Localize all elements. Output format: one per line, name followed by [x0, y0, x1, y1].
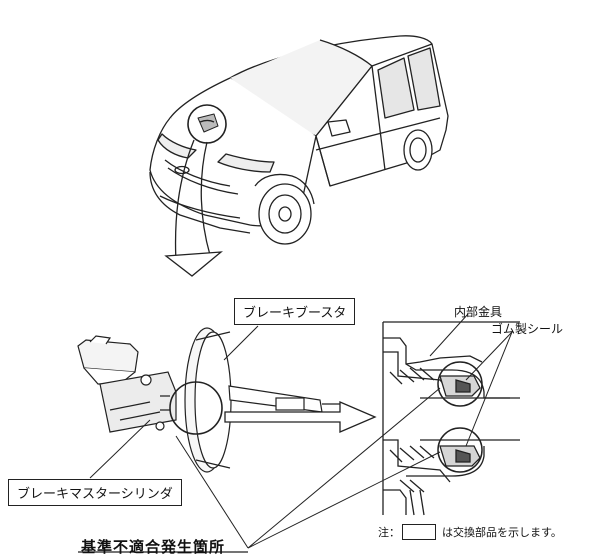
pointer-arrowhead: [164, 251, 223, 277]
rubber-seal-leader-upper: [465, 331, 513, 381]
note-prefix: 注：: [378, 526, 400, 539]
inner-fitting-label: 内部金具: [454, 305, 503, 319]
inner-fitting-leader: [429, 313, 469, 357]
defect-leader-3: [175, 435, 249, 549]
defect-leader-1: [247, 387, 441, 549]
booster-leader: [223, 325, 259, 361]
master-leader: [89, 419, 151, 479]
brake-assembly: [77, 327, 340, 473]
legend-note: 注： は交換部品を示します。: [378, 524, 562, 540]
detail-cross-section: [382, 321, 520, 516]
note-text: は交換部品を示します。: [442, 526, 562, 539]
pointer-arrow-down: [174, 139, 195, 263]
master-cylinder-label: ブレーキマスターシリンダ: [8, 479, 182, 506]
car-illustration: [149, 35, 449, 245]
brake-booster-label: ブレーキブースタ: [234, 298, 356, 325]
rubber-seal-label: ゴム製シール: [491, 322, 564, 336]
defect-location-label: 基準不適合発生箇所: [81, 538, 226, 556]
replacement-key-box: [402, 524, 436, 540]
defect-leader-2: [247, 451, 441, 549]
pointer-arrow-down-outline: [200, 141, 211, 256]
detail-arrow: [224, 401, 377, 433]
rubber-seal-leader-lower: [465, 331, 513, 447]
